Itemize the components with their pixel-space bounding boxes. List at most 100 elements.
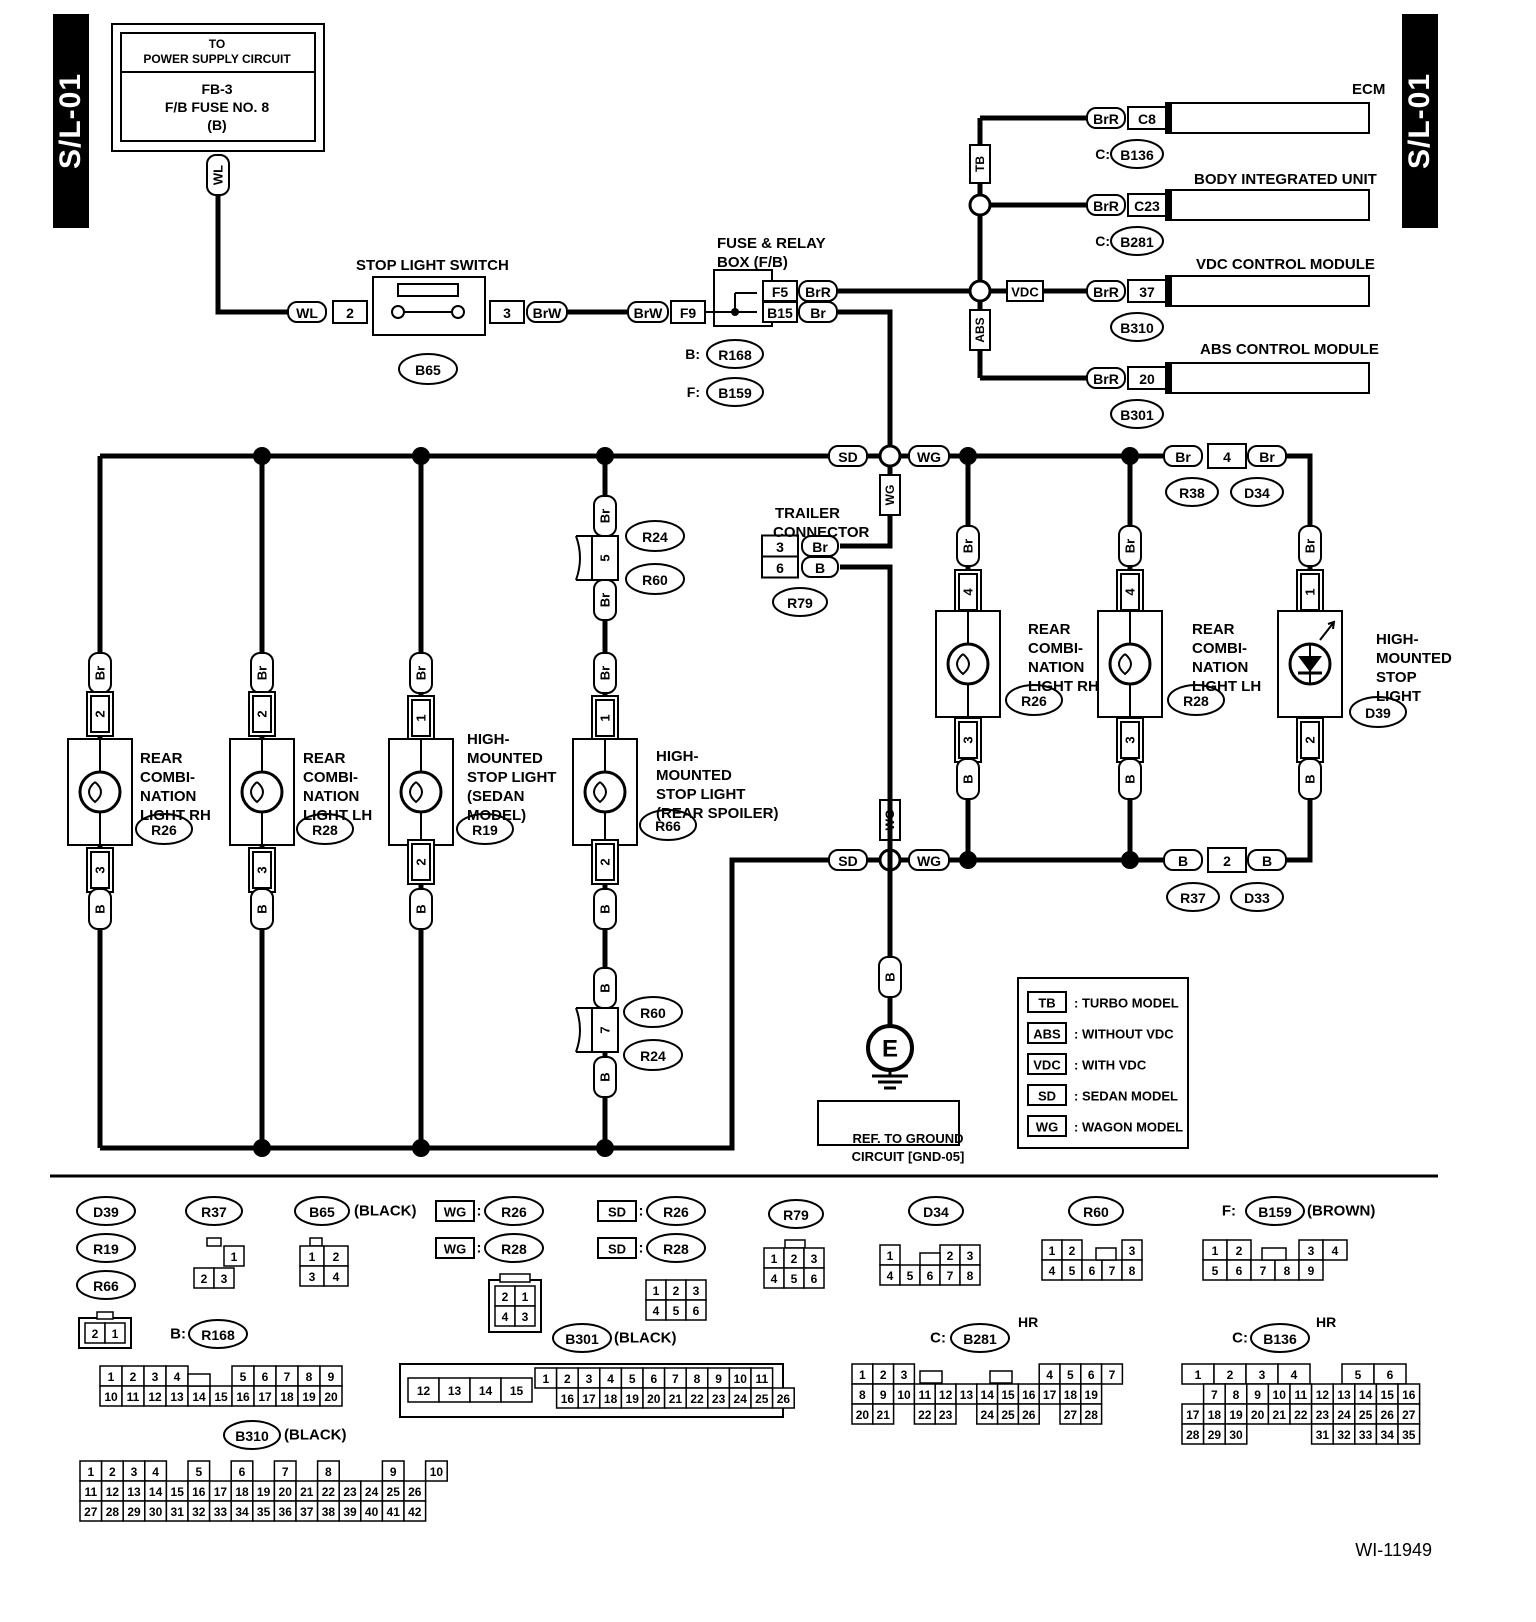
- ref-b159-fuse-text: B159: [718, 385, 752, 401]
- tag-b-r37-text: B: [1178, 853, 1188, 869]
- face-d39-cell: [104, 1322, 126, 1344]
- face-b281-cell-text: 2: [880, 1368, 887, 1382]
- face-b301-left-cell-text: 14: [479, 1384, 493, 1398]
- left-section-tab: S/L-01: [53, 14, 89, 228]
- face-b301-cell-text: 7: [672, 1372, 679, 1386]
- tag-brw-fuse: [627, 301, 669, 323]
- face-r79-cell-text: 5: [791, 1272, 798, 1286]
- lamp-ref-w1-text: R28: [1183, 693, 1209, 709]
- lamp-bot-pin-text-s3: 2: [598, 858, 613, 865]
- code-wg-top-text: WG: [917, 449, 941, 465]
- code-sd-bottom-text: SD: [838, 853, 857, 869]
- lamp-top-pin-s0: [90, 695, 110, 733]
- face-b310-cell-text: 18: [235, 1485, 249, 1499]
- face-wg-cell-text: 1: [522, 1290, 529, 1304]
- tag-b-lamp-s3-text: B: [598, 904, 613, 913]
- face-ref-r168: [188, 1319, 248, 1349]
- tag-br-lamp-s2-text: Br: [414, 666, 429, 680]
- face-b281-cell-text: 13: [960, 1388, 974, 1402]
- face-b281-cell: [934, 1403, 957, 1425]
- face-d34-cell-text: 8: [967, 1269, 974, 1283]
- tag-b-trailer: [801, 556, 839, 578]
- tag-br-lamp-w0: [956, 525, 980, 567]
- junction-top: [878, 444, 902, 468]
- face-b310-cell-text: 12: [106, 1485, 120, 1499]
- ground-ref-box: [817, 1100, 960, 1146]
- face-ref-r19-text: R19: [93, 1241, 119, 1257]
- face-ref-r60: [1068, 1196, 1124, 1226]
- tag-br-spoiler-2: [593, 579, 617, 621]
- switch-pin-3-text: 3: [503, 305, 511, 321]
- face-b65-cell-text: 4: [333, 1270, 340, 1284]
- lamp-top-pin-text-s3: 1: [598, 714, 613, 721]
- lamp-ref-w0: [1005, 684, 1063, 716]
- wire-wl: [215, 175, 288, 315]
- face-sd-cell: [685, 1299, 707, 1321]
- face-b136-cell-text: 24: [1337, 1408, 1351, 1422]
- face-d34-cell-text: 6: [927, 1269, 934, 1283]
- module-ref-2-text: B310: [1120, 320, 1154, 336]
- face-b310-cell-text: 42: [408, 1505, 422, 1519]
- ref-d33-text: D33: [1244, 890, 1270, 906]
- face-b136-cell-text: 35: [1402, 1428, 1416, 1442]
- face-b310-cell-text: 32: [192, 1505, 206, 1519]
- face-b281-cell-text: 4: [1046, 1368, 1053, 1382]
- face-b136-top-cell-text: 4: [1291, 1368, 1298, 1382]
- face-b136-cell-text: 9: [1254, 1388, 1261, 1402]
- face-b281-cell: [872, 1403, 895, 1425]
- face-b281-cell-text: 28: [1085, 1408, 1099, 1422]
- face-b136-top-cell-text: 2: [1227, 1368, 1234, 1382]
- face-b310-top-a-cell-text: 2: [109, 1465, 116, 1479]
- ref-r60-top-text: R60: [642, 572, 668, 588]
- tag-br-spoiler-2-text: Br: [598, 593, 613, 607]
- face-r60-cell: [1121, 1259, 1143, 1281]
- face-b310-cell: [403, 1500, 427, 1522]
- module-edge-0: [1166, 103, 1172, 133]
- face-b310-cell-text: 15: [171, 1485, 185, 1499]
- ref-r60-top: [625, 563, 685, 595]
- face-b281-cell-text: 25: [1001, 1408, 1015, 1422]
- face-ref-b301-text: B301: [565, 1331, 599, 1347]
- code-sd-top-text: SD: [838, 449, 857, 465]
- switch-pin-2: [332, 300, 368, 324]
- face-b301-cell-text: 25: [755, 1392, 769, 1406]
- face-r60-cell-text: 3: [1129, 1244, 1136, 1258]
- face-b281-cell-text: 3: [901, 1368, 908, 1382]
- face-b136-cell-text: 33: [1359, 1428, 1373, 1442]
- lamp-ref-s1: [296, 813, 354, 845]
- tag-br-r38-text: Br: [1175, 449, 1191, 465]
- tag-b-hms-text: B: [1303, 774, 1318, 783]
- fuse-pin-f5-text: F5: [772, 284, 789, 300]
- face-r168-cell-text: 18: [280, 1390, 294, 1404]
- face-b281-cell-text: 9: [880, 1388, 887, 1402]
- lamp-bot-pin-text-w1: 3: [1123, 736, 1138, 743]
- legend-code-2-text: VDC: [1033, 1058, 1061, 1073]
- code-sd-top: [828, 445, 868, 467]
- switch-pin-3: [489, 300, 525, 324]
- face-b281-cell-text: 18: [1064, 1388, 1078, 1402]
- face-b301-cell-text: 6: [650, 1372, 657, 1386]
- face-wg-colon-2: :: [477, 1240, 482, 1257]
- face-b-prefix: B:: [170, 1326, 186, 1343]
- face-b136-cell: [1224, 1423, 1248, 1445]
- face-b301-cell-text: 21: [669, 1392, 683, 1406]
- wire-top-bus-hms: [1285, 453, 1313, 530]
- right-section-tab: S/L-01: [1402, 14, 1438, 228]
- face-b310-cell-text: 41: [387, 1505, 401, 1519]
- face-b310-cell-text: 30: [149, 1505, 163, 1519]
- face-b136-hr: HR: [1316, 1314, 1336, 1330]
- tag-b-lamp-s1: [250, 888, 274, 930]
- module-prefix-1: C:: [1095, 233, 1110, 249]
- tag-b-lamp-s2-text: B: [414, 904, 429, 913]
- face-ref-b310: [223, 1420, 281, 1450]
- face-r168-cell-text: 13: [170, 1390, 184, 1404]
- face-r168-cell-text: 3: [152, 1370, 159, 1384]
- module-body-0: [1165, 102, 1370, 134]
- face-b310-cell-text: 17: [214, 1485, 228, 1499]
- inline-conn-2: [1207, 847, 1247, 873]
- face-b301-cell-text: 17: [582, 1392, 596, 1406]
- code-wg-top: [908, 445, 950, 467]
- tag-brr-module-2-text: BrR: [1093, 284, 1119, 300]
- face-b310-color: (BLACK): [284, 1427, 346, 1444]
- face-d34-key: [919, 1252, 941, 1266]
